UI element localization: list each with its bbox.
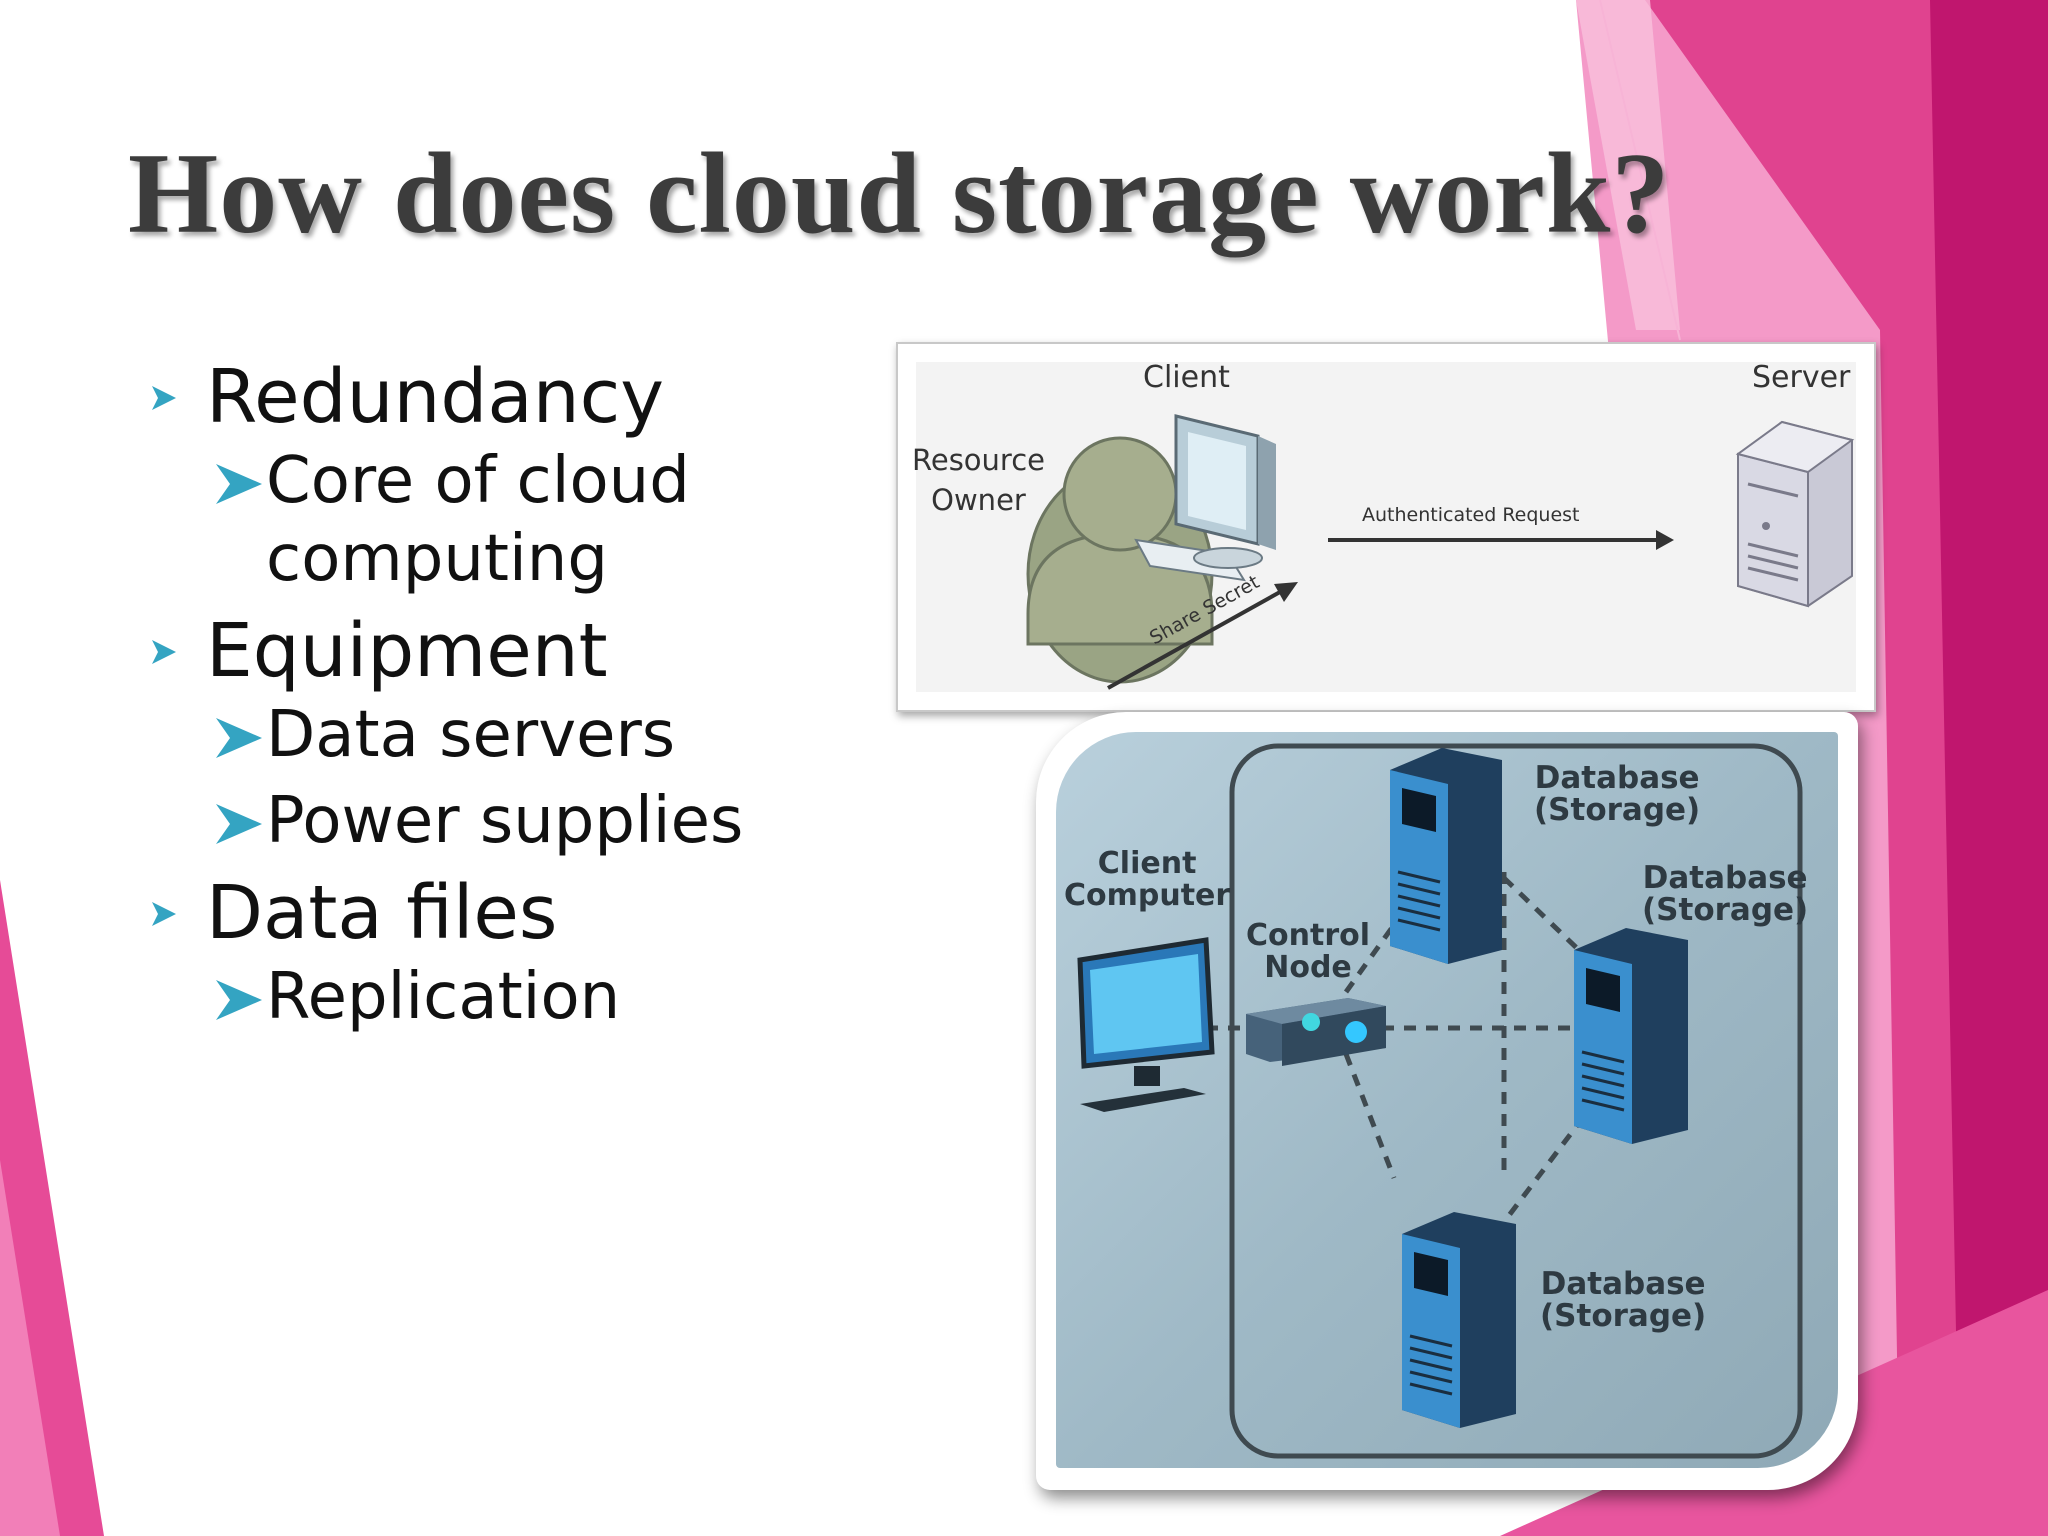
bullet-level-2: Replication [148, 958, 848, 1036]
server-label: Server [1752, 360, 1851, 395]
database-server-icon [1402, 1212, 1516, 1428]
database-server-icon [1390, 748, 1502, 964]
bullet-text: Data servers [266, 698, 676, 772]
request-label: Authenticated Request [1362, 504, 1580, 526]
bullet-level-1: Redundancy [148, 352, 848, 442]
bullet-level-2: Power supplies [148, 782, 848, 860]
control-node-label: Control Node [1246, 918, 1371, 985]
storage-topology-art [1077, 743, 1803, 1459]
resource-owner-label: Resource Owner [912, 443, 1045, 517]
arrow-bullet-icon [152, 640, 176, 664]
auth-diagram-art [916, 362, 1856, 692]
bullet-text: Redundancy [206, 354, 665, 440]
arrow-bullet-icon [216, 804, 262, 844]
server-icon [1735, 420, 1855, 608]
bullet-level-2: Data servers [148, 696, 848, 774]
arrow-bullet-icon [216, 980, 262, 1020]
client-computer-icon [1134, 414, 1276, 582]
client-label: Client [1143, 360, 1230, 395]
bullet-text: Equipment [206, 608, 608, 694]
storage-topology-image: Client Computer Control Node Database (S… [1036, 712, 1858, 1490]
arrow-bullet-icon [152, 902, 176, 926]
database-label-top: Database (Storage) [1534, 760, 1701, 828]
auth-diagram-image: Client Server Resource Owner Authenticat… [896, 342, 1876, 712]
arrow-bullet-icon [152, 386, 176, 410]
client-monitor-icon [1077, 937, 1215, 1112]
database-label-right: Database (Storage) [1642, 860, 1809, 928]
bullet-text: Replication [266, 960, 621, 1034]
arrow-bullet-icon [216, 464, 262, 504]
bullet-list: Redundancy Core of cloud computing Equip… [148, 352, 848, 1036]
database-server-icon [1574, 928, 1688, 1144]
bullet-level-2: Core of cloud computing [148, 442, 848, 598]
client-computer-label: Client Computer [1064, 846, 1231, 913]
database-label-bottom: Database (Storage) [1540, 1266, 1707, 1334]
slide-title: How does cloud storage work? [128, 130, 1671, 258]
arrow-bullet-icon [216, 718, 262, 758]
bullet-level-1: Equipment [148, 606, 848, 696]
control-node-icon [1246, 998, 1386, 1066]
bullet-text: Power supplies [266, 784, 744, 858]
bullet-text: Data files [206, 870, 558, 956]
storage-topology-panel: Client Computer Control Node Database (S… [1056, 732, 1838, 1468]
bullet-level-1: Data files [148, 868, 848, 958]
bullet-text: Core of cloud computing [266, 444, 690, 596]
secret-arrow [1107, 590, 1281, 690]
